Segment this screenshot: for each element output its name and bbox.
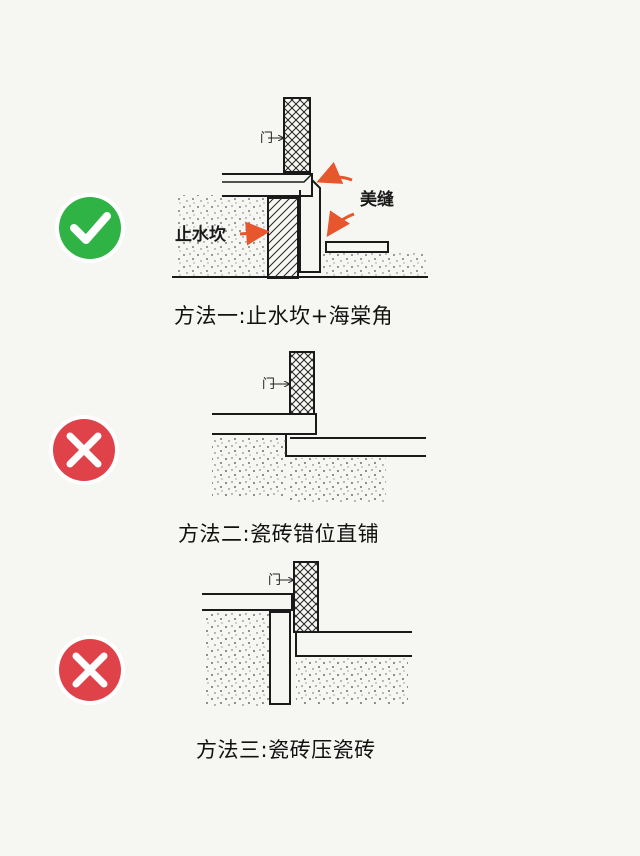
vertical-tile bbox=[269, 611, 291, 705]
method-2-caption: 方法二:瓷砖错位直铺 bbox=[178, 522, 380, 546]
seam-label: 美缝 bbox=[360, 189, 394, 210]
check-icon bbox=[55, 193, 125, 263]
cross-icon bbox=[49, 415, 119, 485]
door-label: 门 bbox=[262, 377, 275, 392]
water-stop-label: 止水坎 bbox=[175, 224, 226, 245]
door-label: 门 bbox=[268, 573, 281, 588]
method-1-caption: 方法一:止水坎+海棠角 bbox=[174, 304, 394, 328]
water-stop-block bbox=[267, 197, 299, 279]
cross-icon bbox=[55, 635, 125, 705]
door-frame bbox=[293, 561, 319, 633]
method-3-caption: 方法三:瓷砖压瓷砖 bbox=[196, 738, 376, 762]
check-badge bbox=[59, 197, 121, 259]
method-1-diagram: 门 止水坎 美缝 bbox=[55, 97, 428, 279]
door-frame bbox=[289, 351, 315, 415]
method-2-diagram: 门 bbox=[49, 351, 426, 502]
door-frame bbox=[283, 97, 311, 173]
method-3-diagram: 门 bbox=[55, 561, 412, 706]
door-label: 门 bbox=[260, 131, 273, 146]
